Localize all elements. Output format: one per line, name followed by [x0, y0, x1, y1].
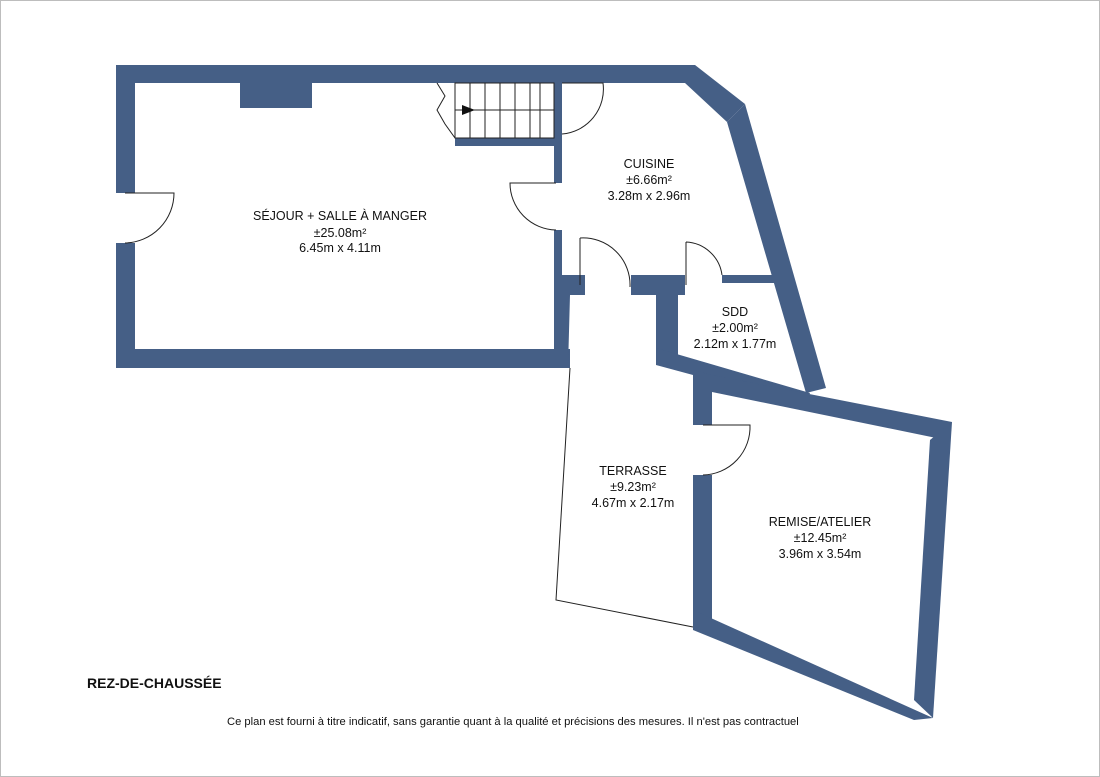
disclaimer-text: Ce plan est fourni à titre indicatif, sa…: [227, 716, 799, 728]
door-entry: [124, 192, 175, 244]
room-dimensions: 3.28m x 2.96m: [608, 189, 691, 203]
wall-left-lower: [116, 243, 135, 368]
wall-cuisine-left-upper: [554, 83, 562, 183]
door-sdd: [685, 241, 723, 285]
room-name: SÉJOUR + SALLE À MANGER: [253, 208, 427, 223]
wall-top: [116, 65, 700, 116]
wall-right-diagonal: [727, 104, 826, 393]
room-area: ±6.66m²: [626, 173, 672, 187]
wall-sejour-terrasse: [554, 275, 585, 368]
wall-remise-right: [914, 422, 952, 718]
wall-cuisine-left-lower: [554, 230, 562, 287]
room-name: TERRASSE: [599, 464, 666, 478]
terrasse-outline: [555, 367, 694, 628]
room-dimensions: 6.45m x 4.11m: [299, 241, 381, 255]
wall-left-upper: [116, 65, 135, 193]
room-area: ±25.08m²: [314, 226, 367, 240]
floor-title: REZ-DE-CHAUSSÉE: [87, 675, 222, 691]
room-remise: REMISE/ATELIER ±12.45m² 3.96m x 3.54m: [769, 515, 872, 561]
room-area: ±12.45m²: [794, 531, 847, 545]
wall-remise-left-upper: [693, 370, 712, 425]
wall-remise-left-lower: [693, 475, 712, 630]
room-dimensions: 3.96m x 3.54m: [779, 547, 862, 561]
room-name: SDD: [722, 305, 748, 319]
door-terrasse: [579, 237, 631, 288]
wall-remise-top: [712, 375, 952, 440]
room-name: CUISINE: [624, 157, 675, 171]
staircase: [436, 82, 555, 139]
room-name: REMISE/ATELIER: [769, 515, 872, 529]
wall-top-right: [685, 65, 745, 122]
room-area: ±2.00m²: [712, 321, 758, 335]
door-remise: [702, 424, 751, 476]
room-cuisine: CUISINE ±6.66m² 3.28m x 2.96m: [608, 157, 691, 203]
wall-bottom-sejour: [116, 349, 570, 368]
room-sdd: SDD ±2.00m² 2.12m x 1.77m: [694, 305, 777, 351]
wall-kitchen-sdd-b: [722, 275, 776, 283]
door-sejour-cuisine: [509, 182, 557, 231]
wall-remise-bottom: [693, 610, 933, 720]
door-stair: [561, 82, 604, 135]
room-dimensions: 4.67m x 2.17m: [592, 496, 675, 510]
room-area: ±9.23m²: [610, 480, 656, 494]
room-dimensions: 2.12m x 1.77m: [694, 337, 777, 351]
stair-arrow: [462, 105, 475, 115]
wall-stair-bottom: [455, 138, 562, 146]
room-sejour: SÉJOUR + SALLE À MANGER ±25.08m² 6.45m x…: [253, 208, 427, 255]
fireplace: [240, 83, 312, 108]
wall-sdd-left: [656, 285, 678, 365]
room-terrasse: TERRASSE ±9.23m² 4.67m x 2.17m: [592, 464, 675, 510]
